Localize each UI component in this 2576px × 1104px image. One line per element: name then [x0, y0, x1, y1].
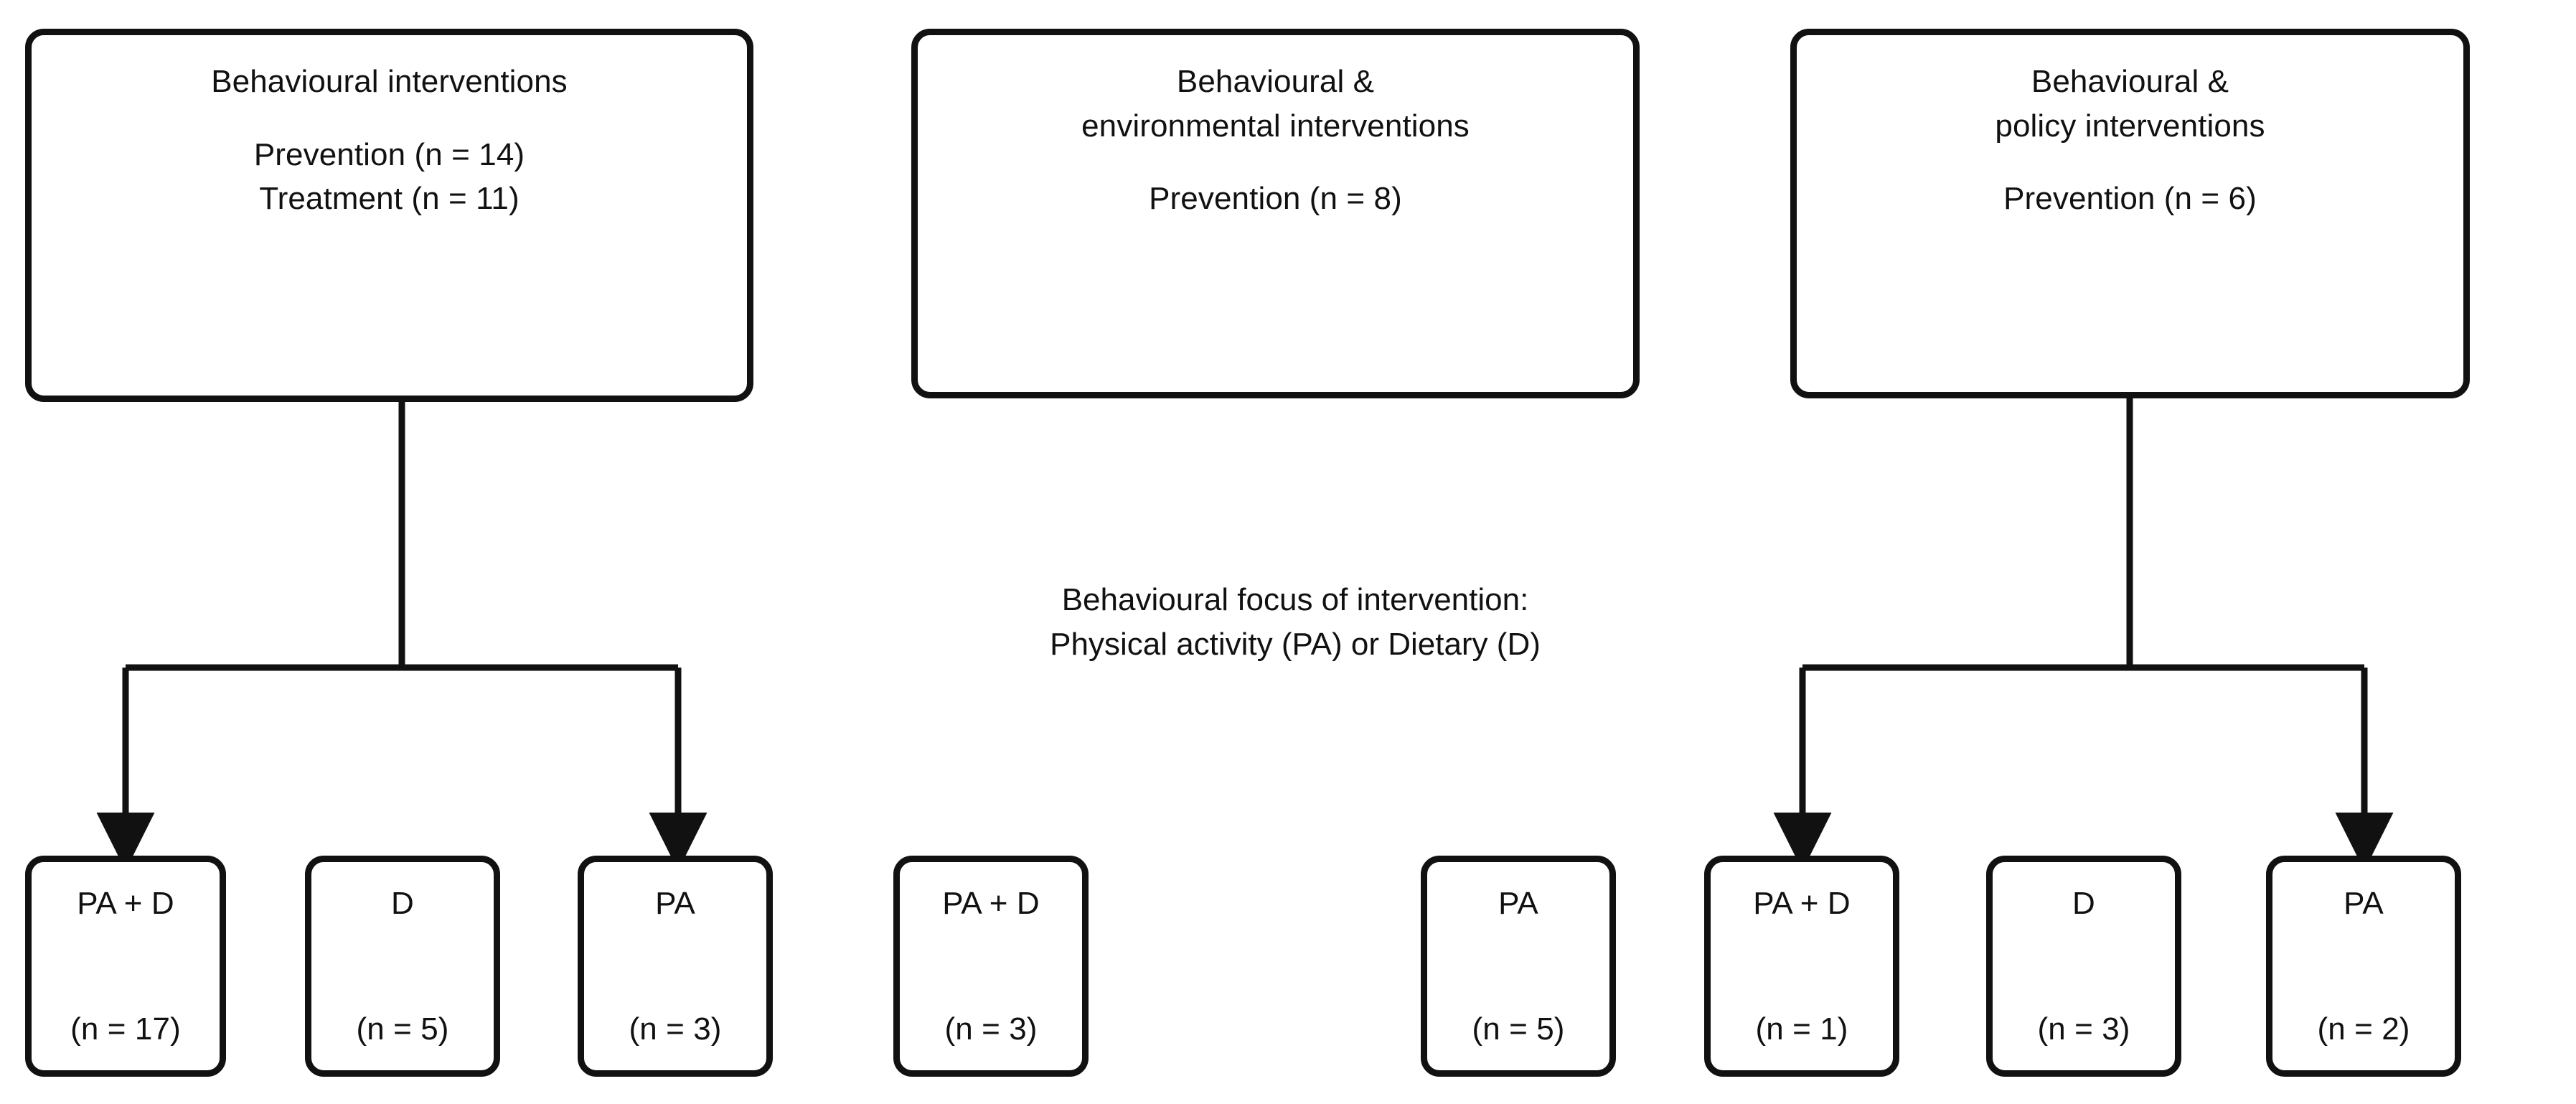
leaf-node-pa-3[interactable]: PA (n = 3)	[578, 856, 773, 1077]
leaf-node-pa-plus-d-17[interactable]: PA + D (n = 17)	[25, 856, 226, 1077]
leaf-count: (n = 1)	[1755, 1011, 1848, 1047]
connector-policy	[1773, 398, 2394, 871]
node-title-line-2: policy interventions	[1995, 108, 2265, 144]
leaf-count: (n = 2)	[2317, 1011, 2410, 1047]
node-behavioural-environmental-interventions[interactable]: Behavioural & environmental intervention…	[911, 29, 1640, 398]
leaf-label: PA + D	[942, 886, 1040, 921]
node-prevention-count: Prevention (n = 14)	[253, 136, 525, 172]
leaf-label: D	[391, 886, 414, 921]
note-line-1: Behavioural focus of intervention:	[1061, 582, 1529, 617]
leaf-count: (n = 5)	[1472, 1011, 1565, 1047]
leaf-count: (n = 3)	[629, 1011, 722, 1047]
leaf-count: (n = 3)	[2037, 1011, 2130, 1047]
node-treatment-count: Treatment (n = 11)	[259, 181, 520, 217]
leaf-node-pa-plus-d-3[interactable]: PA + D (n = 3)	[893, 856, 1089, 1077]
node-title: Behavioural interventions	[211, 64, 568, 99]
leaf-node-pa-plus-d-1[interactable]: PA + D (n = 1)	[1704, 856, 1899, 1077]
leaf-node-pa-2[interactable]: PA (n = 2)	[2266, 856, 2461, 1077]
node-behavioural-interventions[interactable]: Behavioural interventions Prevention (n …	[25, 29, 753, 402]
node-prevention-count: Prevention (n = 8)	[1149, 181, 1402, 217]
note-line-2: Physical activity (PA) or Dietary (D)	[1050, 626, 1541, 662]
leaf-node-pa-5[interactable]: PA (n = 5)	[1421, 856, 1616, 1077]
node-title-line-1: Behavioural &	[2031, 64, 2229, 99]
leaf-count: (n = 17)	[70, 1011, 181, 1047]
leaf-count: (n = 5)	[356, 1011, 449, 1047]
node-title-line-2: environmental interventions	[1081, 108, 1470, 144]
behavioural-focus-note: Behavioural focus of intervention: Physi…	[847, 578, 1744, 666]
connector-behavioural	[96, 402, 708, 871]
leaf-node-d-5[interactable]: D (n = 5)	[305, 856, 500, 1077]
leaf-label: PA + D	[1753, 886, 1851, 921]
leaf-label: D	[2072, 886, 2095, 921]
leaf-label: PA	[1498, 886, 1538, 921]
leaf-label: PA	[655, 886, 695, 921]
leaf-label: PA	[2344, 886, 2384, 921]
node-title-line-1: Behavioural &	[1176, 64, 1375, 99]
leaf-node-d-3[interactable]: D (n = 3)	[1986, 856, 2181, 1077]
leaf-label: PA + D	[77, 886, 174, 921]
node-behavioural-policy-interventions[interactable]: Behavioural & policy interventions Preve…	[1790, 29, 2470, 398]
leaf-count: (n = 3)	[944, 1011, 1038, 1047]
node-prevention-count: Prevention (n = 6)	[2003, 181, 2257, 217]
